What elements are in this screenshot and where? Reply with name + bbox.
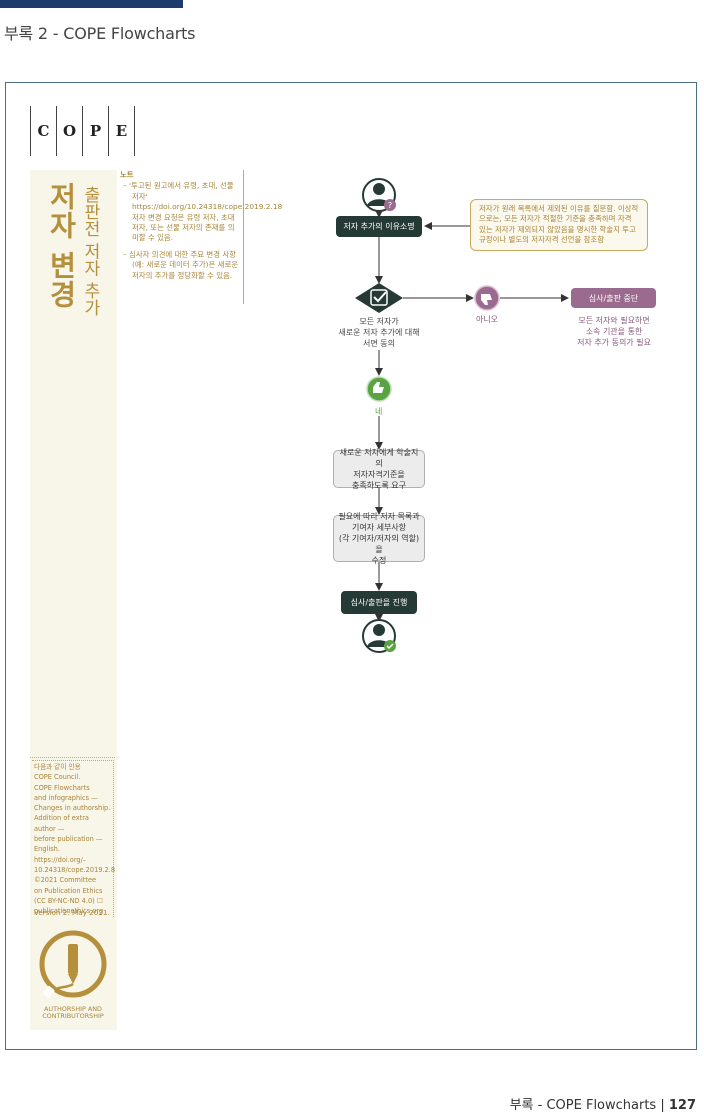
flowchart-subtitle: 출판전 저자 추가 (80, 186, 100, 316)
step-justify-addition: 저자 추가의 이유소명 (336, 216, 422, 237)
authorship-label: AUTHORSHIP AND CONTRIBUTORSHIP (40, 1005, 106, 1021)
page-title: 부록 2 - COPE Flowcharts (4, 24, 196, 43)
step-require-criteria: 새로운 저자에게 학술지의 저자자격기준을 충족하도록 요구 (333, 448, 425, 490)
decision-diamond (355, 283, 403, 313)
citation-line: Changes in authorship. (34, 804, 111, 813)
citation-line: on Publication Ethics (34, 886, 103, 895)
page-number: 127 (668, 1098, 696, 1112)
step-line: 충족하도록 요구 (351, 481, 407, 490)
note-check-exclusion: 저자가 원래 목록에서 제외된 이유를 질문함. 이상적으로는, 모든 저자가 … (470, 199, 648, 251)
citation-website[interactable]: publicationethics.org (34, 907, 104, 916)
citation-line: ©2021 Committee (34, 876, 97, 885)
thumbs-down-icon (474, 285, 500, 311)
notes-panel: 노트 – '투고된 원고에서 유령, 초대, 선물 저자' https://do… (120, 170, 283, 304)
citation-link[interactable]: https://doi.org/– (34, 855, 87, 864)
logo-letter: C (31, 106, 57, 156)
note-item: – '투고된 원고에서 유령, 초대, 선물 저자' https://doi.o… (123, 181, 283, 243)
logo-letter: P (83, 106, 109, 156)
step-line: 저자자격기준을 (353, 470, 405, 479)
citation-divider (30, 757, 115, 758)
thumbs-up-icon (366, 376, 392, 402)
cope-logo: C O P E (30, 106, 135, 156)
svg-text:?: ? (388, 201, 392, 210)
footer-text: 부록 - COPE Flowcharts | (509, 1098, 669, 1112)
flowchart-title: 저자 변경 (45, 182, 78, 309)
step-line: 필요에 따라 저자 목록과 (338, 512, 420, 521)
author-question-icon: ? (362, 178, 396, 212)
author-approved-icon (362, 619, 396, 653)
step-line: 기여자 세부사항 (351, 523, 407, 532)
citation-line: COPE Flowcharts (34, 783, 90, 792)
citation-link[interactable]: 10.24318/cope.2019.2.8 (34, 865, 116, 874)
decision-label-line: 서면 동의 (363, 339, 395, 348)
step-line: (각 기여자/저자의 역할)을 (338, 534, 420, 554)
citation-line: and infographics — (34, 793, 98, 802)
stop-note-line: 저자 추가 동의가 필요 (577, 338, 651, 347)
header-accent-bar (0, 0, 183, 8)
step-proceed-review: 심사/출판을 진행 (341, 591, 417, 614)
authorship-pen-icon (39, 930, 107, 999)
citation-line: English. (34, 845, 60, 854)
decision-label: 모든 저자가 새로운 저자 추가에 대해 서면 동의 (322, 316, 436, 349)
citation-license[interactable]: (CC BY-NC-ND 4.0) ☐ (34, 896, 103, 905)
citation-line: COPE Council. (34, 773, 81, 782)
sidebar-strip (30, 170, 117, 1030)
version-label: Version 2: May 2021. (34, 908, 110, 917)
citation-line: before publication — (34, 835, 103, 844)
yes-label: 네 (375, 407, 383, 416)
step-line: 수정 (371, 556, 387, 565)
stop-note-line: 소속 기관을 통한 (585, 327, 643, 336)
note-item: – 심사자 의견에 대한 주요 변경 사항(예: 새로운 데이터 추가)은 새로… (123, 249, 239, 280)
stop-note-line: 모든 저자와 필요하면 (578, 316, 650, 325)
step-line: 새로운 저자에게 학술지의 (339, 448, 419, 468)
stop-note: 모든 저자와 필요하면 소속 기관을 통한 저자 추가 동의가 필요 (564, 315, 664, 348)
citation-block: 다음과 같이 인용 COPE Council. COPE Flowcharts … (32, 760, 116, 918)
stop-review-box: 심사/출판 중단 (571, 288, 656, 308)
citation-line: Addition of extra author — (34, 814, 89, 833)
decision-label-line: 모든 저자가 (359, 317, 399, 326)
no-label: 아니오 (475, 315, 499, 324)
citation-line: 다음과 같이 인용 (34, 763, 81, 771)
step-update-contributors: 필요에 따라 저자 목록과 기여자 세부사항 (각 기여자/저자의 역할)을 수… (333, 512, 425, 565)
logo-letter: E (109, 106, 135, 156)
logo-letter: O (57, 106, 83, 156)
authorship-label-line: AUTHORSHIP AND (44, 1005, 102, 1013)
page-footer: 부록 - COPE Flowcharts | 127 (510, 1094, 696, 1112)
authorship-label-line: CONTRIBUTORSHIP (42, 1012, 104, 1021)
decision-label-line: 새로운 저자 추가에 대해 (338, 328, 420, 337)
notes-title: 노트 (120, 170, 134, 179)
